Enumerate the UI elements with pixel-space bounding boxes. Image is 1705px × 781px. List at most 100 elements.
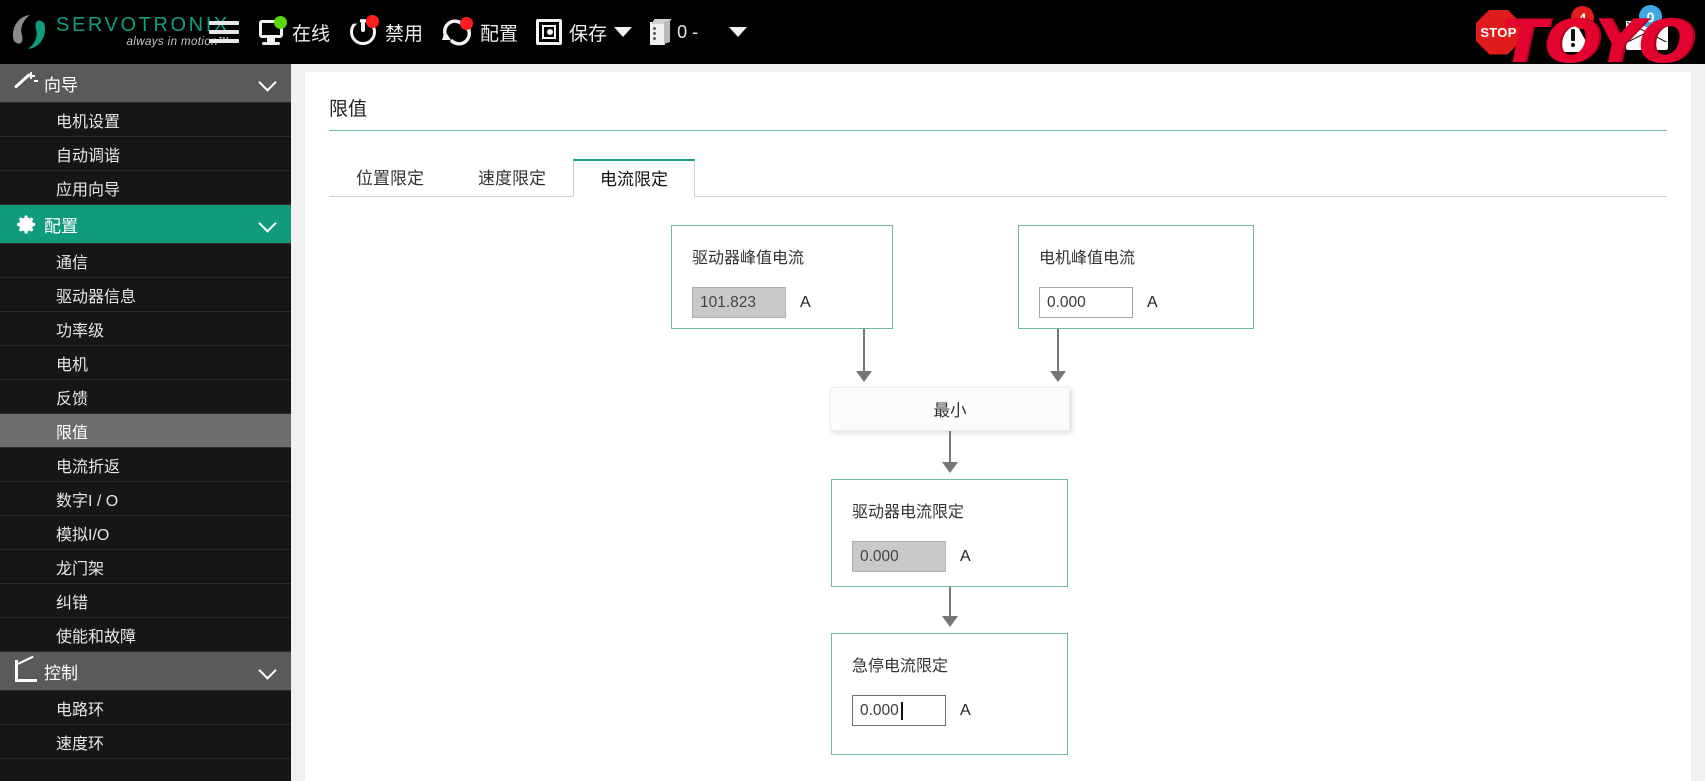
page-title: 限值 <box>329 94 1667 131</box>
sidebar-item-2-1[interactable]: 速度环 <box>0 725 291 759</box>
sidebar-item-1-8[interactable]: 模拟I/O <box>0 516 291 550</box>
motor-peak-current-unit: A <box>1147 293 1158 311</box>
sidebar-item-label: 电机 <box>56 356 89 374</box>
sidebar-item-label: 通信 <box>56 254 89 272</box>
sidebar-item-0-0[interactable]: 电机设置 <box>0 103 291 137</box>
sidebar-group-1[interactable]: 配置 <box>0 205 291 244</box>
drive-current-limit-unit: A <box>960 547 971 565</box>
tab-1[interactable]: 速度限定 <box>451 159 573 197</box>
wand-icon <box>13 72 38 94</box>
sidebar-item-label: 限值 <box>56 424 89 442</box>
axis-selector[interactable]: 0 - <box>641 0 707 64</box>
drive-current-limit-input[interactable] <box>852 541 946 572</box>
sidebar-item-1-10[interactable]: 纠错 <box>0 584 291 618</box>
sidebar-group-label: 配置 <box>44 216 78 236</box>
chevron-down-icon[interactable] <box>258 214 277 233</box>
chevron-down-icon[interactable] <box>258 661 277 680</box>
connector-drive-limit-to-estop <box>949 587 952 622</box>
drive-current-limit-field-row: A <box>852 541 1047 572</box>
limits-panel: 限值 位置限定 速度限定 电流限定 驱动器峰值电流 A 电机峰值电流 A <box>305 72 1691 781</box>
online-status-label: 在线 <box>292 23 331 45</box>
arrowhead-motor-to-min <box>1050 371 1066 382</box>
sidebar-item-label: 电路环 <box>56 701 105 719</box>
drive-peak-current-input[interactable] <box>692 287 786 318</box>
refresh-icon <box>441 17 474 46</box>
motor-peak-current-input[interactable] <box>1039 287 1133 318</box>
save-icon <box>536 19 563 45</box>
message-count-badge: 0 <box>1639 5 1662 28</box>
connector-drive-to-min <box>863 329 866 377</box>
servotronix-logo-icon <box>8 11 50 53</box>
brand-logo: SERVOTRONIX always in motion™ <box>0 11 229 53</box>
sidebar-item-1-7[interactable]: 数字I / O <box>0 482 291 516</box>
brand-tagline: always in motion™ <box>126 36 230 49</box>
current-limit-flow-diagram: 驱动器峰值电流 A 电机峰值电流 A <box>329 225 1667 755</box>
top-toolbar: SERVOTRONIX always in motion™ 在线 禁用 <box>0 0 1705 64</box>
estop-current-limit-title: 急停电流限定 <box>852 658 949 675</box>
sidebar-group-0[interactable]: 向导 <box>0 64 291 103</box>
alarm-count-badge: 4 <box>1571 6 1594 29</box>
sidebar-item-label: 龙门架 <box>56 560 105 578</box>
sidebar-group-icon <box>8 655 44 682</box>
motor-peak-current-card: 电机峰值电流 A <box>1018 225 1254 329</box>
arrowhead-min-to-drive-limit <box>942 462 958 473</box>
drive-current-limit-title: 驱动器电流限定 <box>852 504 965 521</box>
stop-label: STOP <box>1480 24 1517 40</box>
drive-peak-current-title: 驱动器峰值电流 <box>692 250 805 267</box>
drive-peak-current-field-row: A <box>692 287 872 318</box>
motor-peak-current-title: 电机峰值电流 <box>1039 250 1136 267</box>
online-status-button[interactable]: 在线 <box>248 0 339 64</box>
sidebar-item-label: 模拟I/O <box>56 526 110 544</box>
motor-peak-current-field-row: A <box>1039 287 1233 318</box>
messages-button[interactable]: 0 <box>1614 0 1705 64</box>
save-dropdown-caret-icon[interactable] <box>614 27 633 37</box>
sidebar-item-label: 电机设置 <box>56 113 121 131</box>
sidebar-item-2-0[interactable]: 电路环 <box>0 691 291 725</box>
sidebar-item-label: 应用向导 <box>56 181 121 199</box>
sidebar-item-label: 使能和故障 <box>56 628 137 646</box>
tab-label: 电流限定 <box>600 170 668 190</box>
tab-label: 位置限定 <box>356 169 424 189</box>
configure-button[interactable]: 配置 <box>432 0 527 64</box>
drive-peak-current-card: 驱动器峰值电流 A <box>671 225 893 329</box>
arrowhead-drive-limit-to-estop <box>942 616 958 627</box>
monitor-icon <box>257 16 287 45</box>
sidebar-item-1-5[interactable]: 限值 <box>0 414 291 448</box>
sidebar-item-1-0[interactable]: 通信 <box>0 244 291 278</box>
sidebar-item-0-1[interactable]: 自动调谐 <box>0 137 291 171</box>
disable-drive-button[interactable]: 禁用 <box>339 0 432 64</box>
sidebar-item-0-2[interactable]: 应用向导 <box>0 171 291 205</box>
drive-peak-current-unit: A <box>800 293 811 311</box>
save-label: 保存 <box>569 23 608 45</box>
sidebar-item-1-9[interactable]: 龙门架 <box>0 550 291 584</box>
disable-drive-label: 禁用 <box>385 23 424 45</box>
stop-button-wrap[interactable]: STOP <box>1467 0 1541 64</box>
tab-2[interactable]: 电流限定 <box>573 159 695 198</box>
sidebar-item-1-11[interactable]: 使能和故障 <box>0 618 291 652</box>
stop-icon[interactable]: STOP <box>1476 9 1521 55</box>
chart-icon <box>13 655 39 682</box>
sidebar-item-1-3[interactable]: 电机 <box>0 346 291 380</box>
sidebar-item-1-6[interactable]: 电流折返 <box>0 448 291 482</box>
tab-0[interactable]: 位置限定 <box>329 159 451 197</box>
min-node: 最小 <box>830 387 1070 431</box>
power-icon <box>348 15 380 47</box>
arrowhead-drive-to-min <box>856 371 872 382</box>
tab-label: 速度限定 <box>478 169 546 189</box>
alarms-button[interactable]: 4 <box>1541 0 1614 64</box>
sidebar-group-2[interactable]: 控制 <box>0 652 291 691</box>
chevron-down-icon[interactable] <box>258 73 277 92</box>
estop-current-limit-input[interactable] <box>852 695 946 726</box>
save-button[interactable]: 保存 <box>527 0 641 64</box>
menu-button[interactable] <box>200 0 248 64</box>
axis-selector-label: 0 - <box>677 21 699 42</box>
sidebar-item-label: 驱动器信息 <box>56 288 137 306</box>
estop-current-limit-card: 急停电流限定 A <box>831 633 1068 755</box>
axis-dropdown-button[interactable] <box>707 0 756 64</box>
sidebar-group-icon <box>8 72 44 94</box>
sidebar-item-1-2[interactable]: 功率级 <box>0 312 291 346</box>
sidebar-item-1-4[interactable]: 反馈 <box>0 380 291 414</box>
text-cursor <box>901 702 903 720</box>
sidebar-item-1-1[interactable]: 驱动器信息 <box>0 278 291 312</box>
sidebar-item-label: 反馈 <box>56 390 89 408</box>
